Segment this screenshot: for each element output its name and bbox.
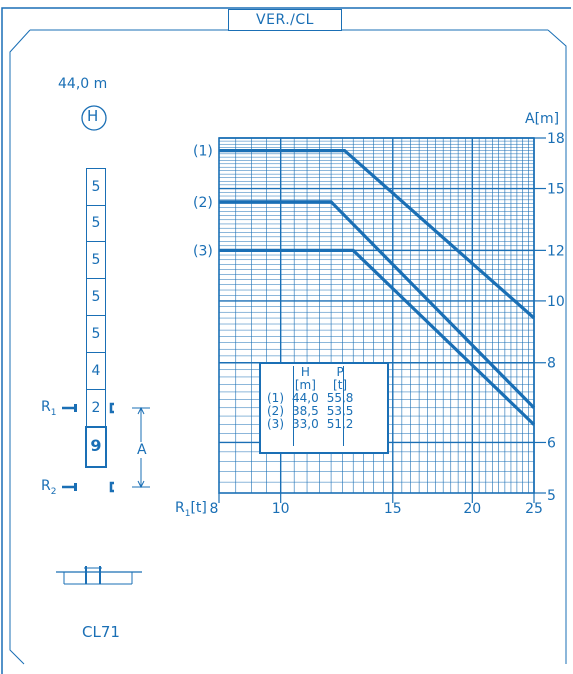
x-tick-label: 20 xyxy=(463,501,481,517)
series-labels: (1) (2) (3) xyxy=(193,144,213,260)
mast-section: 5 xyxy=(86,316,106,353)
h-symbol-icon xyxy=(81,105,107,131)
row-id: (1) xyxy=(267,391,284,405)
series-label: (2) xyxy=(193,195,213,211)
y-tick-label: 15 xyxy=(547,182,565,198)
series-line xyxy=(219,248,536,426)
row-p: 53,5 xyxy=(326,404,354,418)
table-row: (3) 33,0 51,2 xyxy=(263,418,357,431)
table-header-h: H[m] xyxy=(294,365,316,392)
x-tick-label: 10 xyxy=(272,501,290,517)
mast-base-section: 9 xyxy=(85,426,107,468)
y-tick-label: 10 xyxy=(547,294,565,310)
row-id: (3) xyxy=(267,417,284,431)
chart-series xyxy=(219,149,536,426)
r1-label: R1 xyxy=(41,399,57,418)
row-h: 38,5 xyxy=(292,404,319,418)
reaction-markers xyxy=(62,402,150,493)
x-tick-label: 25 xyxy=(525,501,543,517)
mast-section: 5 xyxy=(86,205,106,242)
y-tick-label: 8 xyxy=(547,356,556,372)
y-tick-label: 5 xyxy=(547,488,556,504)
row-h: 33,0 xyxy=(292,417,319,431)
mast-section: 5 xyxy=(86,168,106,206)
mast-section: 4 xyxy=(86,353,106,390)
row-h: 44,0 xyxy=(292,391,319,405)
x-tick-label: 15 xyxy=(384,501,402,517)
x-axis-label: R1[t] xyxy=(175,500,207,519)
dimension-a-label: A xyxy=(137,442,147,458)
h-symbol-letter: H xyxy=(87,107,99,125)
row-p: 55,8 xyxy=(326,391,354,405)
height-label: 44,0 m xyxy=(58,76,108,92)
chart-border xyxy=(218,137,535,494)
series-line xyxy=(219,149,536,320)
y-axis-ticks: 5 6 8 10 12 15 18 xyxy=(547,131,565,504)
table-header-p: P[t] xyxy=(333,365,348,392)
foundation-icon xyxy=(56,566,142,585)
config-table: H[m] P[t] (1) 44,0 55,8 (2) 38,5 53,5 (3… xyxy=(263,366,357,431)
series-line xyxy=(219,200,536,409)
header-title: VER./CL xyxy=(228,9,342,31)
row-id: (2) xyxy=(267,404,284,418)
y-tick-label: 6 xyxy=(547,435,556,451)
series-label: (3) xyxy=(193,243,213,259)
y-axis-label: A[m] xyxy=(525,111,559,127)
x-tick-label: 8 xyxy=(210,501,219,517)
y-tick-label: 18 xyxy=(547,131,565,147)
y-tick-label: 12 xyxy=(547,243,565,259)
row-p: 51,2 xyxy=(326,417,354,431)
mast-section: 5 xyxy=(86,279,106,316)
r2-label: R2 xyxy=(41,478,57,497)
config-table-box: H[m] P[t] (1) 44,0 55,8 (2) 38,5 53,5 (3… xyxy=(259,362,389,454)
table-row: (2) 38,5 53,5 xyxy=(263,405,357,418)
model-label: CL71 xyxy=(82,623,120,641)
mast-section: 5 xyxy=(86,242,106,279)
table-header-empty xyxy=(263,366,288,392)
table-row: (1) 44,0 55,8 xyxy=(263,392,357,405)
x-axis-ticks: 8 10 15 20 25 xyxy=(210,501,543,517)
series-label: (1) xyxy=(193,144,213,160)
